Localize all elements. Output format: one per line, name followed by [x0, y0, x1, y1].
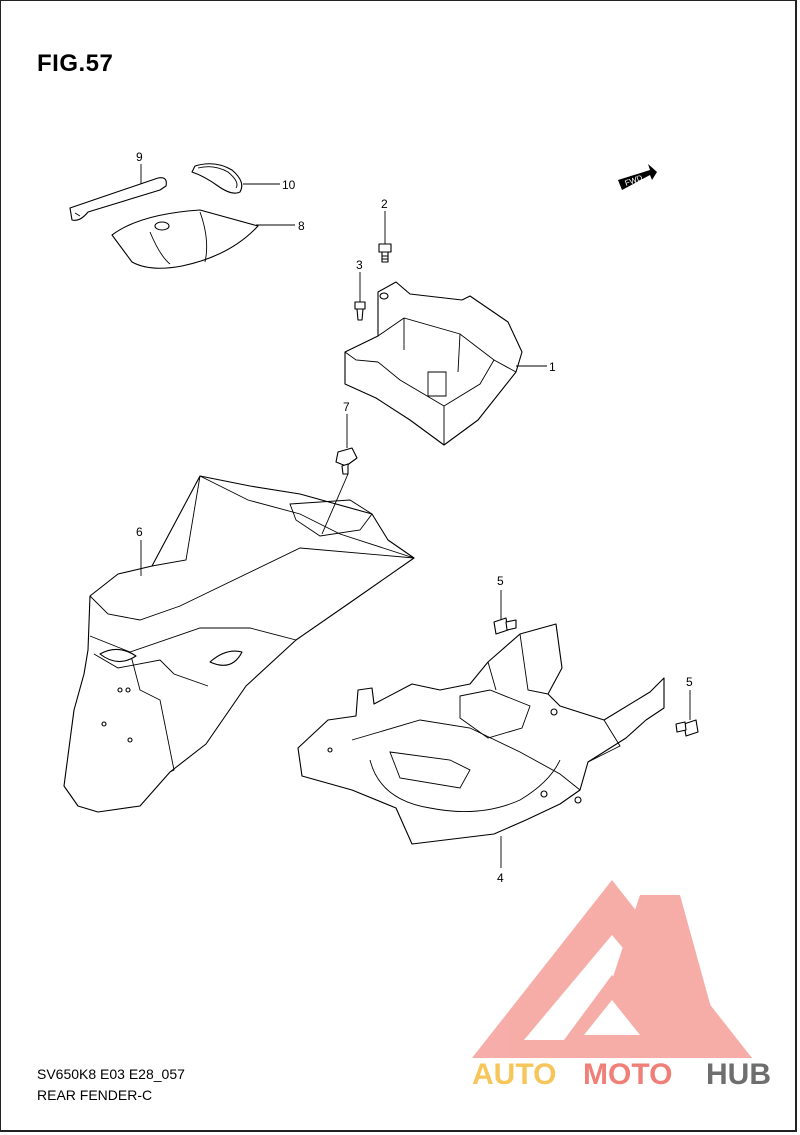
figure-title: FIG.57	[37, 50, 114, 77]
callout-8: 8	[298, 219, 305, 233]
figure-name: REAR FENDER-C	[37, 1087, 153, 1103]
callout-2: 2	[381, 197, 388, 211]
callout-1: 1	[549, 360, 556, 374]
callout-4: 4	[497, 871, 504, 885]
callout-9: 9	[136, 150, 143, 164]
callout-labels: 1 2 3 4 5 5 6 7 8 9 10	[136, 150, 693, 885]
part-8-tool-bag	[111, 209, 259, 269]
leader-lines	[140, 164, 691, 868]
part-9-spanner	[69, 177, 167, 221]
watermark-auto: AUTO	[472, 1058, 556, 1091]
callout-7: 7	[343, 400, 350, 414]
callout-3: 3	[356, 258, 363, 272]
callout-6: 6	[136, 525, 143, 539]
part-4-undertray	[297, 623, 665, 845]
watermark-text: AUTO MOTO HUB	[472, 1058, 771, 1091]
figure-code: SV650K8 E03 E28_057	[37, 1066, 185, 1082]
part-6-rear-fender	[63, 475, 415, 813]
part-2-bolt	[378, 243, 392, 263]
callout-5b: 5	[686, 675, 693, 689]
callout-10: 10	[282, 178, 296, 192]
fwd-label: FWD	[624, 173, 644, 188]
forward-arrow-icon: FWD	[618, 164, 657, 190]
part-10-strap	[191, 163, 243, 194]
callout-5a: 5	[497, 574, 504, 588]
part-5-bolt-a	[493, 617, 517, 635]
part-1-battery-holder	[344, 281, 523, 446]
watermark-moto: MOTO	[583, 1058, 672, 1091]
watermark-logo	[472, 880, 752, 1058]
part-5-bolt-b	[675, 719, 699, 737]
watermark-hub: HUB	[706, 1058, 771, 1091]
part-3-screw	[354, 301, 366, 321]
part-7-clip	[335, 447, 358, 475]
